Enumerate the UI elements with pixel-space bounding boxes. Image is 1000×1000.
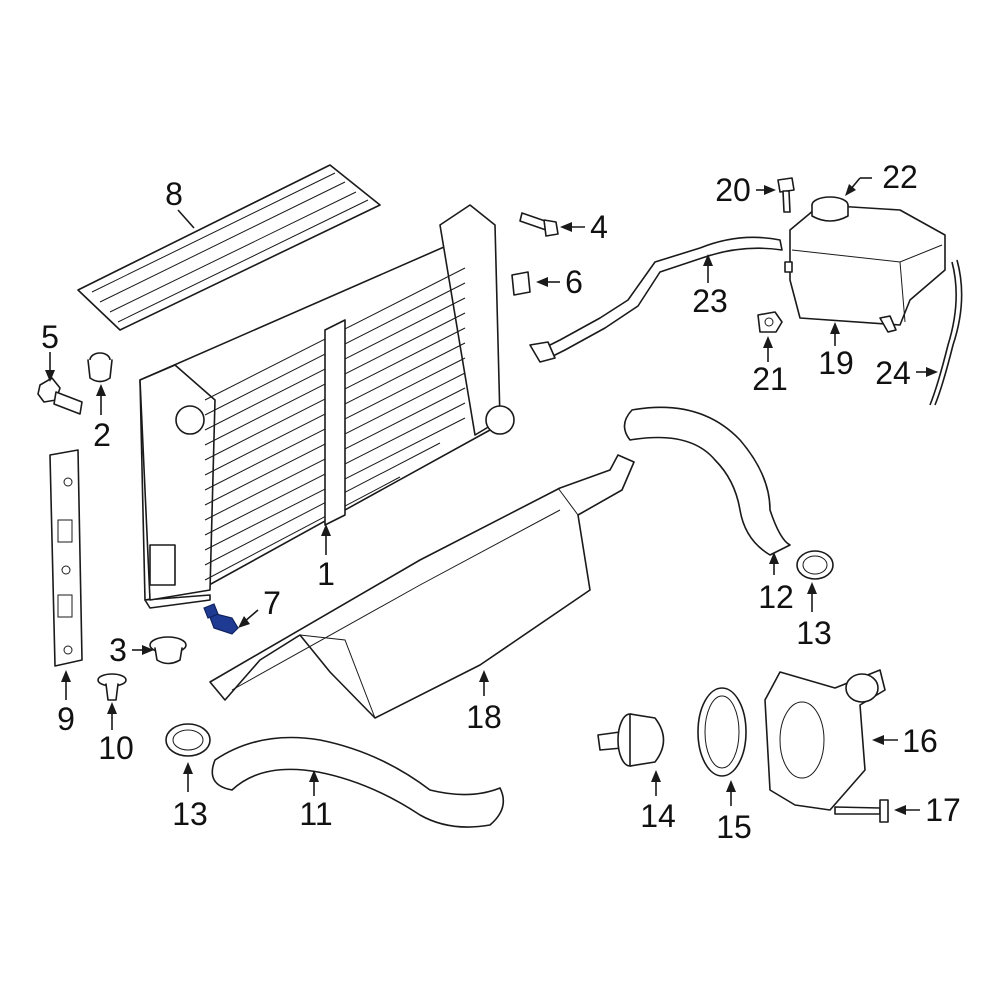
callout-16: 16 <box>902 723 938 759</box>
part-lower-hose <box>211 736 505 828</box>
part-radiator <box>139 204 515 609</box>
part-hose-23 <box>529 236 783 363</box>
part-seal-15 <box>697 687 747 777</box>
callout-9: 9 <box>57 701 75 737</box>
callout-17: 17 <box>925 792 961 828</box>
callout-20: 20 <box>715 172 751 208</box>
part-side-bracket <box>49 449 83 667</box>
part-hose-24 <box>929 259 963 406</box>
part-clip-6 <box>511 271 531 296</box>
callout-1: 1 <box>317 556 335 592</box>
callout-18: 18 <box>466 699 502 735</box>
callout-labels: 8 1 5 2 9 3 10 7 4 6 23 20 22 21 19 24 1… <box>41 159 961 845</box>
part-hose-clamp-upper <box>796 550 834 580</box>
part-bolt-7-highlighted <box>203 603 239 635</box>
callout-8: 8 <box>165 176 183 212</box>
callout-19: 19 <box>818 345 854 381</box>
part-thermostat <box>597 713 665 767</box>
callout-12: 12 <box>758 579 794 615</box>
callout-13-upper: 13 <box>796 615 832 651</box>
callout-23: 23 <box>692 283 728 319</box>
callout-6: 6 <box>565 264 583 300</box>
part-hose-clamp-lower <box>165 723 211 757</box>
part-thermostat-housing <box>764 669 886 811</box>
part-clip-21 <box>757 311 783 333</box>
part-upper-hose <box>623 406 791 556</box>
part-isolator-2 <box>87 352 113 383</box>
part-bolt-4 <box>519 212 559 237</box>
part-coolant-reservoir <box>784 196 946 333</box>
callout-7: 7 <box>263 585 281 621</box>
part-upper-air-seal <box>77 164 381 331</box>
callout-4: 4 <box>590 209 608 245</box>
callout-10: 10 <box>98 730 134 766</box>
callout-13-lower: 13 <box>172 796 208 832</box>
part-bolt-5 <box>37 377 83 415</box>
callout-21: 21 <box>752 361 788 397</box>
part-air-deflector <box>209 454 635 719</box>
part-bolt-20 <box>777 177 795 213</box>
callout-11: 11 <box>299 796 332 832</box>
callout-15: 15 <box>716 809 752 845</box>
leader-lines <box>45 177 938 815</box>
callout-5: 5 <box>41 319 59 355</box>
callout-22: 22 <box>882 159 918 195</box>
part-bolt-17 <box>834 799 889 823</box>
callout-3: 3 <box>109 632 127 668</box>
part-push-pin-10 <box>97 673 127 701</box>
part-grommet-3 <box>149 636 187 665</box>
callout-2: 2 <box>93 417 111 453</box>
callout-24: 24 <box>875 355 911 391</box>
callout-14: 14 <box>640 798 676 834</box>
